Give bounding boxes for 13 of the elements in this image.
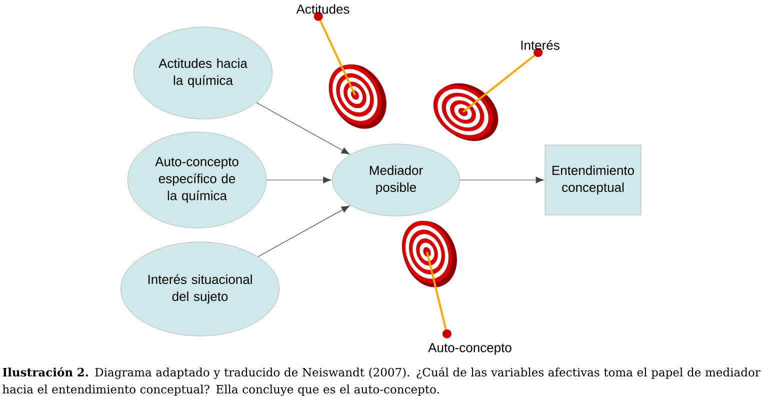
target-label: Interés bbox=[521, 40, 560, 50]
target-label: Actitudes bbox=[296, 4, 350, 14]
ellipse-node: Mediador posible bbox=[332, 144, 460, 216]
arrow bbox=[256, 102, 350, 154]
ellipse-node: Interés situacional del sujeto bbox=[120, 242, 280, 336]
process-box: Entendimiento conceptual bbox=[544, 144, 642, 216]
caption: Ilustración 2. Diagrama adaptado y traducido de Neiswandt (2007). ¿Cuál de las variables afectivas toma el papel de mediador hacia el entendimiento conceptual? Ella concluye que es el auto-concepto. bbox=[2, 367, 760, 396]
arrow bbox=[460, 176, 544, 184]
arrow bbox=[266, 176, 332, 184]
ellipse-node: Auto-concepto específico de la química bbox=[128, 132, 266, 228]
arrow bbox=[258, 206, 350, 258]
ellipse-node: Actitudes hacia la química bbox=[134, 26, 272, 120]
target-label: Auto-concepto bbox=[428, 343, 512, 355]
